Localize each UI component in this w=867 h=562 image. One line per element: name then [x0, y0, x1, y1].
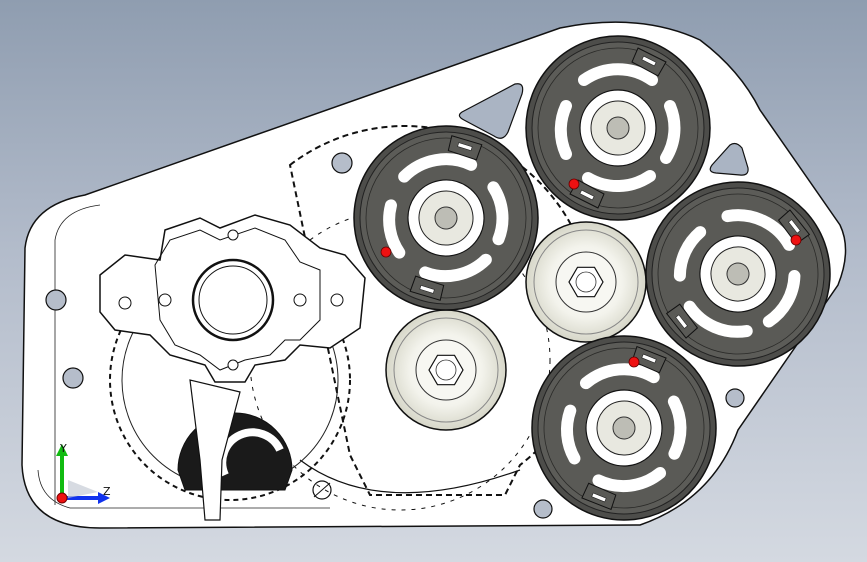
- marker-dot: [628, 356, 640, 368]
- marker-dot: [380, 246, 392, 258]
- y-axis-arrow-icon: [56, 444, 68, 456]
- motor-pulley-right: [616, 152, 861, 397]
- support-bracket: [189, 379, 241, 521]
- orientation-triad: Y Z: [40, 440, 130, 510]
- mount-hole: [533, 499, 553, 519]
- origin-dot: [56, 492, 68, 504]
- z-axis-label: Z: [103, 485, 111, 498]
- mount-hole: [725, 388, 745, 408]
- idler-pulley-center: [525, 221, 647, 343]
- motor-pulley-left: [339, 111, 552, 324]
- mount-hole: [45, 289, 67, 311]
- motor-pulley-bottom: [524, 328, 723, 527]
- marker-dot: [568, 178, 580, 190]
- z-axis-arrow-icon: [98, 492, 110, 504]
- marker-dot: [790, 234, 802, 246]
- cutout-right: [709, 142, 749, 176]
- motor-pulley-top: [526, 36, 710, 220]
- cutout-upper: [458, 83, 524, 139]
- mount-hole: [331, 152, 353, 174]
- mount-hole: [62, 367, 84, 389]
- y-axis-label: Y: [60, 442, 67, 455]
- motor-mount-plate: [99, 214, 366, 383]
- idler-pulley-left: [385, 309, 507, 431]
- drive-gear: [109, 259, 351, 501]
